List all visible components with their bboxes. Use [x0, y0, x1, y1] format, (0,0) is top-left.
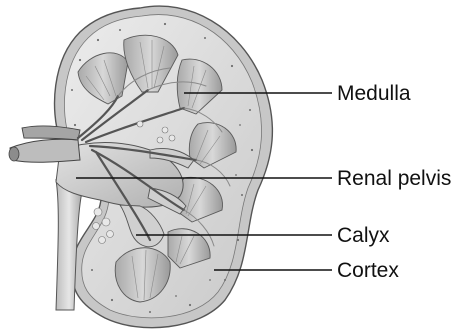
calyx-label: Calyx: [337, 224, 390, 247]
medulla-label: Medulla: [337, 82, 411, 105]
cortex-label: Cortex: [337, 259, 399, 282]
renal-pelvis-label: Renal pelvis: [337, 167, 451, 190]
labels: Medulla Renal pelvis Calyx Cortex: [337, 82, 451, 282]
renal-vein: [10, 139, 80, 162]
vessel-lumen: [9, 147, 19, 161]
